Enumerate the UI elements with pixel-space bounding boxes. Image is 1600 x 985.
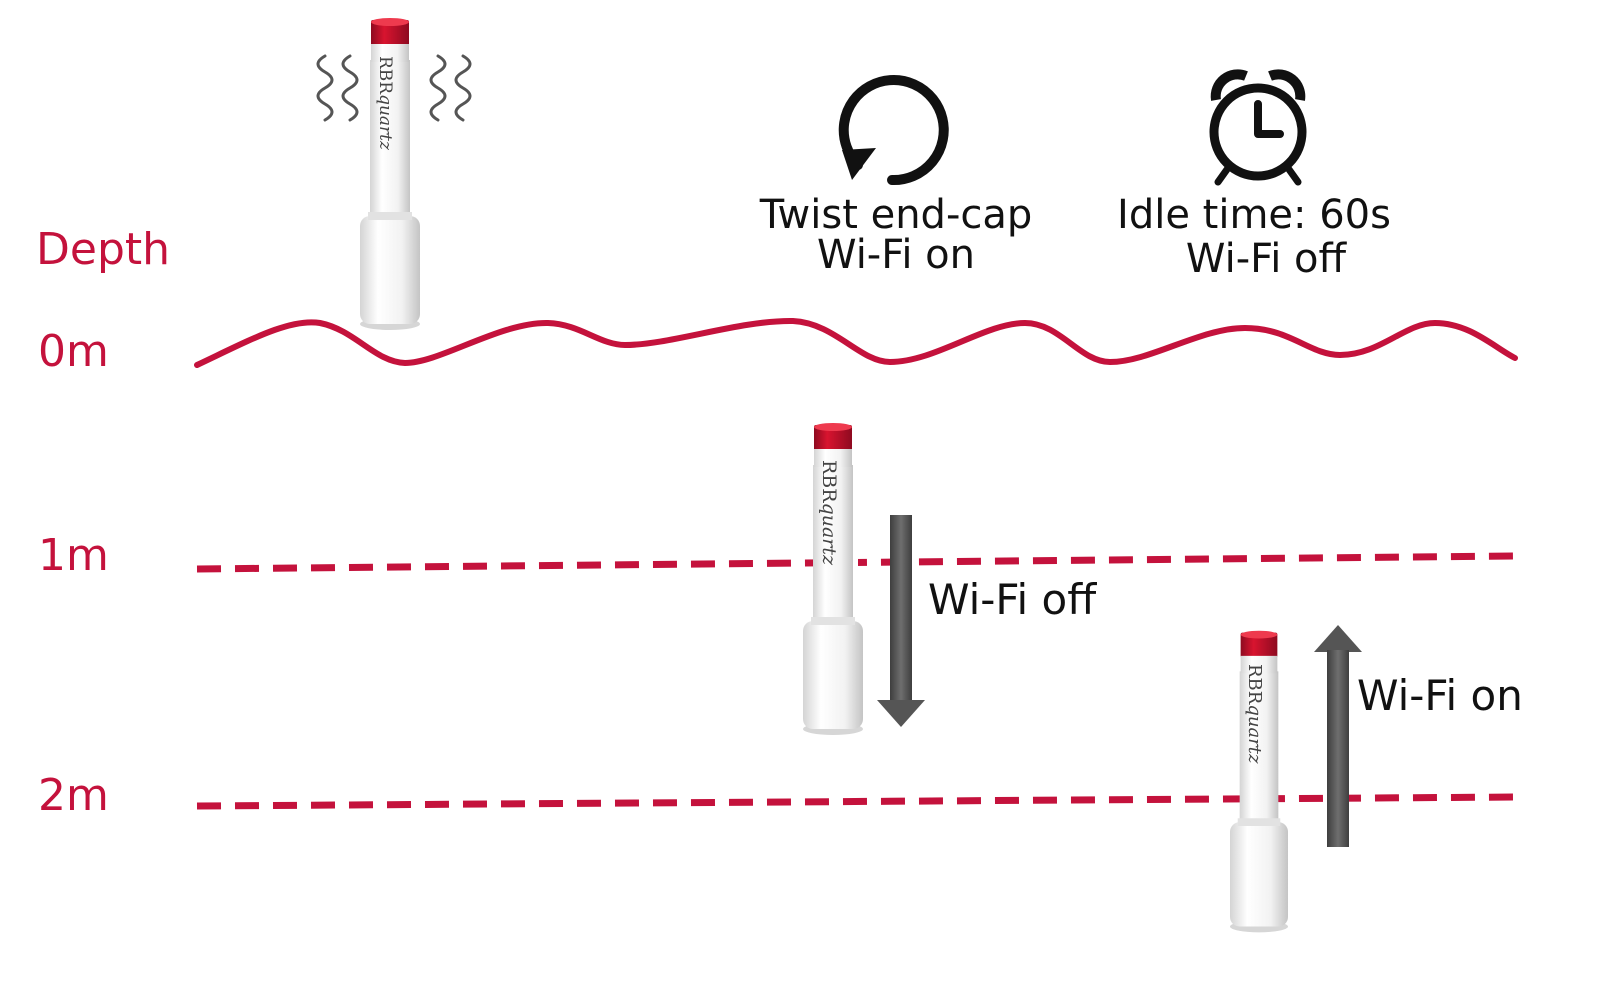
depth-axis-title: Depth — [36, 224, 170, 275]
depth-label-0m: 0m — [38, 326, 109, 377]
instrument-label: RBRquartz — [1244, 664, 1265, 764]
instrument-label: RBRquartz — [375, 56, 395, 151]
instrument-descending: RBRquartz — [803, 423, 863, 735]
instrument-label: RBRquartz — [818, 460, 840, 566]
up-arrow — [1314, 625, 1362, 847]
event-idle-line1: Idle time: 60s — [1117, 192, 1391, 238]
depth-label-2m: 2m — [38, 770, 109, 821]
alarm-clock-icon — [1209, 69, 1307, 186]
water-surface-wave — [194, 317, 1518, 368]
event-twist-line1: Twist end-cap — [759, 192, 1033, 238]
depth-line-2m — [196, 793, 1518, 810]
down-arrow — [877, 515, 925, 727]
event-twist-line2: Wi-Fi on — [817, 232, 975, 278]
transition-label-up: Wi-Fi on — [1357, 671, 1523, 720]
depth-label-1m: 1m — [38, 530, 109, 581]
instrument-at-surface: RBRquartz — [360, 18, 420, 330]
event-idle-line2: Wi-Fi off — [1186, 236, 1348, 282]
rotate-arrow-icon — [838, 75, 949, 186]
vibration-icon — [316, 54, 472, 122]
transition-label-down: Wi-Fi off — [928, 575, 1097, 624]
instrument-ascending: RBRquartz — [1230, 630, 1288, 933]
